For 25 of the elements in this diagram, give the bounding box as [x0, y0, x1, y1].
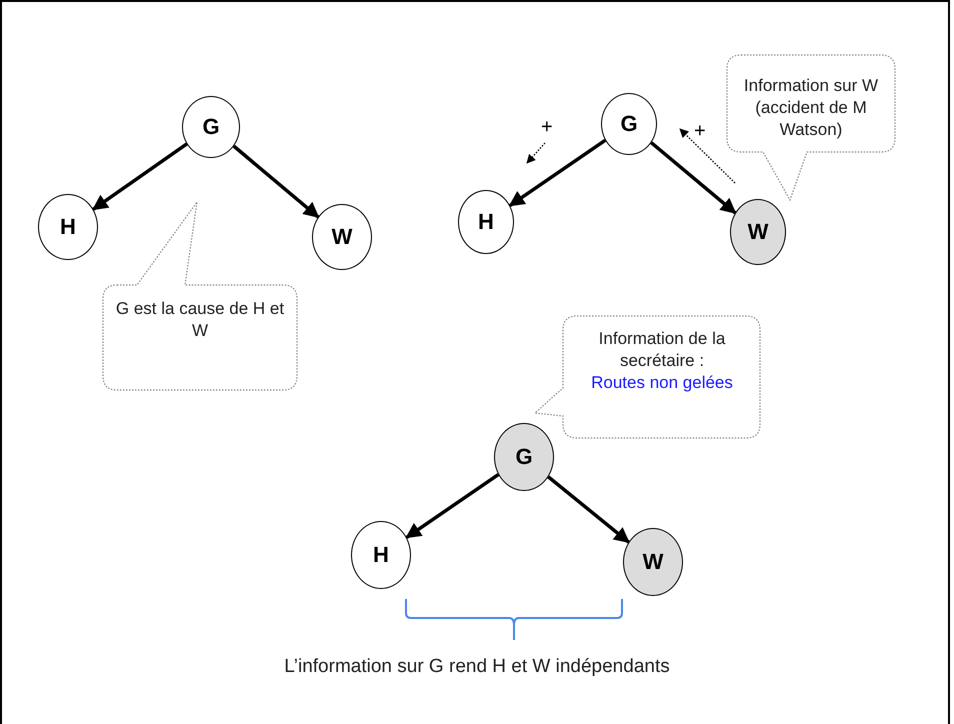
variable-label: H — [478, 209, 494, 235]
variable-label: W — [748, 219, 768, 245]
caption-text: L’information sur G rend H et W indépendants — [284, 656, 670, 678]
bubble-text: G est la cause de H et W — [114, 298, 286, 342]
bubble-text: Routes non gelées — [591, 372, 733, 394]
arrow — [650, 141, 736, 214]
variable-label: W — [642, 549, 664, 575]
plus-sign: + — [541, 116, 553, 139]
arrow — [547, 475, 630, 544]
arrow — [92, 142, 188, 211]
speech-bubble — [103, 200, 298, 391]
speech-bubble — [727, 55, 896, 201]
bubble-text: Information sur W (accident de M Watson) — [742, 75, 880, 142]
speech-bubble — [534, 316, 761, 439]
variable-label: W — [332, 224, 352, 250]
variable-label: G — [515, 444, 533, 470]
arrow — [232, 144, 320, 218]
variable-label: H — [60, 214, 76, 240]
bubble-text: Information de la secrétaire : — [598, 328, 726, 372]
arrow — [508, 138, 606, 207]
variable-label: G — [202, 114, 220, 140]
variable-label: G — [620, 111, 638, 137]
plus-sign: + — [694, 120, 706, 143]
variable-label: H — [373, 542, 389, 568]
arrow — [405, 473, 500, 539]
